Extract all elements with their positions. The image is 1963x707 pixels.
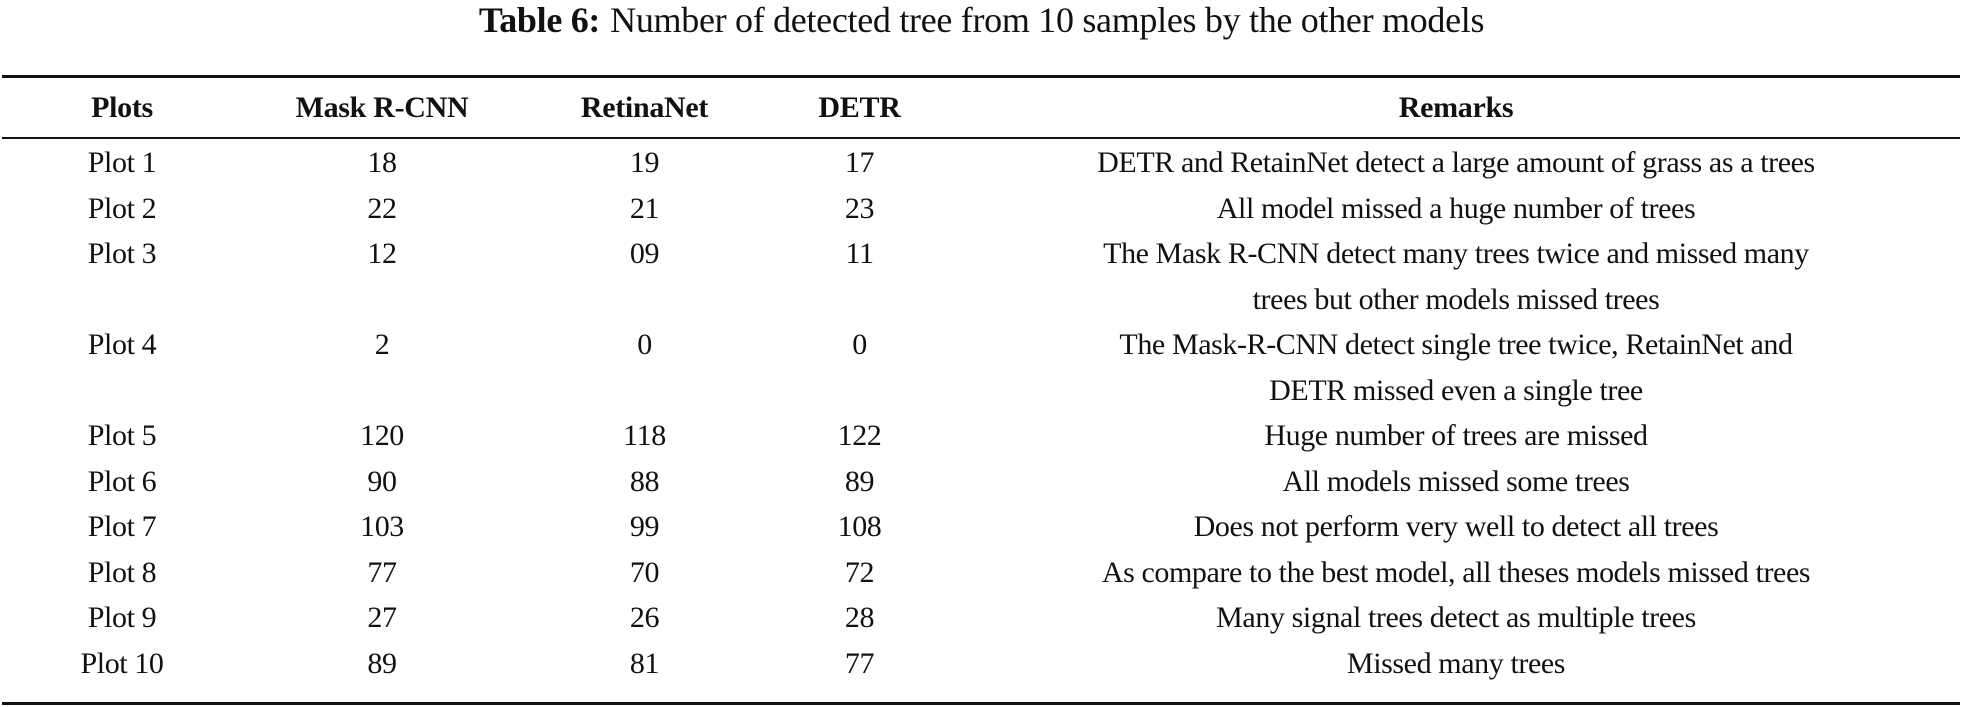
remark-line: The Mask-R-CNN detect single tree twice,… (1119, 328, 1793, 361)
table-row: Plot 7 103 99 108 Does not perform very well… (2, 504, 1960, 550)
header-detr: DETR (818, 90, 901, 124)
cell-remarks: All model missed a huge number of trees (952, 186, 1960, 232)
cell-mask-rcnn: 89 (367, 646, 397, 680)
cell-retinanet: 09 (629, 237, 660, 270)
cell-detr: 89 (844, 464, 875, 498)
cell-plot: Plot 2 (87, 191, 157, 225)
bottom-rule (2, 702, 1960, 705)
cell-remarks: DETR and RetainNet detect a large amount… (952, 137, 1960, 186)
cell-retinanet: 99 (629, 510, 660, 543)
cell-retinanet: 26 (629, 601, 660, 634)
cell-plot: Plot 5 (87, 419, 157, 452)
header-plots: Plots (91, 90, 153, 124)
remark-line: DETR and RetainNet detect a large amount… (1097, 146, 1815, 179)
cell-plot: Plot 1 (87, 146, 157, 179)
cell-remarks: Huge number of trees are missed (952, 413, 1960, 459)
cell-mask-rcnn: 120 (360, 419, 404, 452)
cell-retinanet: 118 (623, 419, 666, 452)
table-body: Plot 1 18 19 17 DETR and RetainNet detect a … (2, 137, 1960, 686)
table-row: Plot 4 2 0 0 The Mask-R-CNN detect single tr… (2, 322, 1960, 413)
cell-detr: 72 (844, 555, 875, 589)
cell-plot: Plot 4 (87, 328, 157, 361)
cell-detr: 77 (844, 646, 875, 680)
cell-remarks: Missed many trees (952, 641, 1960, 687)
remark-line: DETR missed even a single tree (1269, 373, 1643, 407)
table-row: Plot 10 89 81 77 Missed many trees (2, 641, 1960, 687)
header-remarks: Remarks (1398, 90, 1514, 124)
remark-line: Does not perform very well to detect all… (1193, 510, 1719, 543)
table-row: Plot 2 22 21 23 All model missed a huge numb… (2, 186, 1960, 232)
cell-retinanet: 81 (629, 646, 660, 680)
cell-retinanet: 21 (629, 191, 660, 225)
top-rule (2, 75, 1960, 78)
table-row: Plot 8 77 70 72 As compare to the best model… (2, 550, 1960, 596)
cell-detr: 122 (837, 419, 882, 452)
cell-mask-rcnn: 27 (367, 601, 397, 634)
cell-plot: Plot 7 (87, 510, 157, 543)
cell-mask-rcnn: 2 (374, 328, 390, 361)
cell-retinanet: 19 (629, 146, 660, 179)
table-row: Plot 6 90 88 89 All models missed some trees (2, 459, 1960, 505)
cell-plot: Plot 6 (87, 464, 157, 498)
header-row: Plots Mask R-CNN RetinaNet DETR Remarks (2, 78, 1960, 137)
cell-detr: 108 (837, 510, 882, 543)
header-rule (2, 137, 1960, 139)
table-caption: Table 6:Number of detected tree from 10 … (0, 0, 1963, 40)
remark-line: Missed many trees (1346, 646, 1566, 680)
cell-plot: Plot 8 (87, 555, 157, 589)
cell-detr: 0 (852, 328, 867, 361)
remark-line: Many signal trees detect as multiple tre… (1216, 601, 1696, 634)
header-retinanet: RetinaNet (580, 90, 709, 124)
caption-text: Number of detected tree from 10 samples … (610, 0, 1485, 40)
table-row: Plot 3 12 09 11 The Mask R-CNN detect many t… (2, 231, 1960, 322)
caption-label: Table 6: (478, 0, 601, 40)
cell-mask-rcnn: 22 (367, 191, 397, 225)
remark-line: trees but other models missed trees (1252, 282, 1660, 316)
cell-plot: Plot 10 (80, 646, 164, 680)
cell-retinanet: 70 (629, 555, 660, 589)
header-mask-rcnn: Mask R-CNN (295, 90, 469, 124)
cell-mask-rcnn: 103 (360, 510, 404, 543)
remark-line: All model missed a huge number of trees (1216, 191, 1696, 225)
cell-remarks: Does not perform very well to detect all… (952, 504, 1960, 550)
cell-remarks: All models missed some trees (952, 459, 1960, 505)
remark-line: Huge number of trees are missed (1264, 419, 1648, 452)
cell-detr: 17 (844, 146, 875, 179)
table-row: Plot 1 18 19 17 DETR and RetainNet detect a … (2, 137, 1960, 186)
cell-remarks: The Mask-R-CNN detect single tree twice,… (952, 322, 1960, 413)
cell-mask-rcnn: 12 (367, 237, 397, 270)
cell-detr: 11 (845, 237, 874, 270)
cell-mask-rcnn: 77 (367, 555, 397, 589)
cell-remarks: The Mask R-CNN detect many trees twice a… (952, 231, 1960, 322)
cell-remarks: As compare to the best model, all theses… (952, 550, 1960, 596)
cell-mask-rcnn: 18 (367, 146, 397, 179)
remark-line: The Mask R-CNN detect many trees twice a… (1103, 237, 1809, 270)
detection-table: Plots Mask R-CNN RetinaNet DETR Remarks … (2, 78, 1960, 686)
cell-detr: 23 (844, 191, 875, 225)
table-row: Plot 9 27 26 28 Many signal trees detect as … (2, 595, 1960, 641)
cell-remarks: Many signal trees detect as multiple tre… (952, 595, 1960, 641)
cell-retinanet: 88 (629, 464, 660, 498)
cell-retinanet: 0 (637, 328, 652, 361)
cell-mask-rcnn: 90 (367, 464, 397, 498)
remark-line: All models missed some trees (1282, 464, 1630, 498)
cell-plot: Plot 9 (87, 601, 157, 634)
cell-plot: Plot 3 (87, 237, 157, 270)
remark-line: As compare to the best model, all theses… (1101, 555, 1811, 589)
table-row: Plot 5 120 118 122 Huge number of trees are … (2, 413, 1960, 459)
cell-detr: 28 (844, 601, 875, 634)
